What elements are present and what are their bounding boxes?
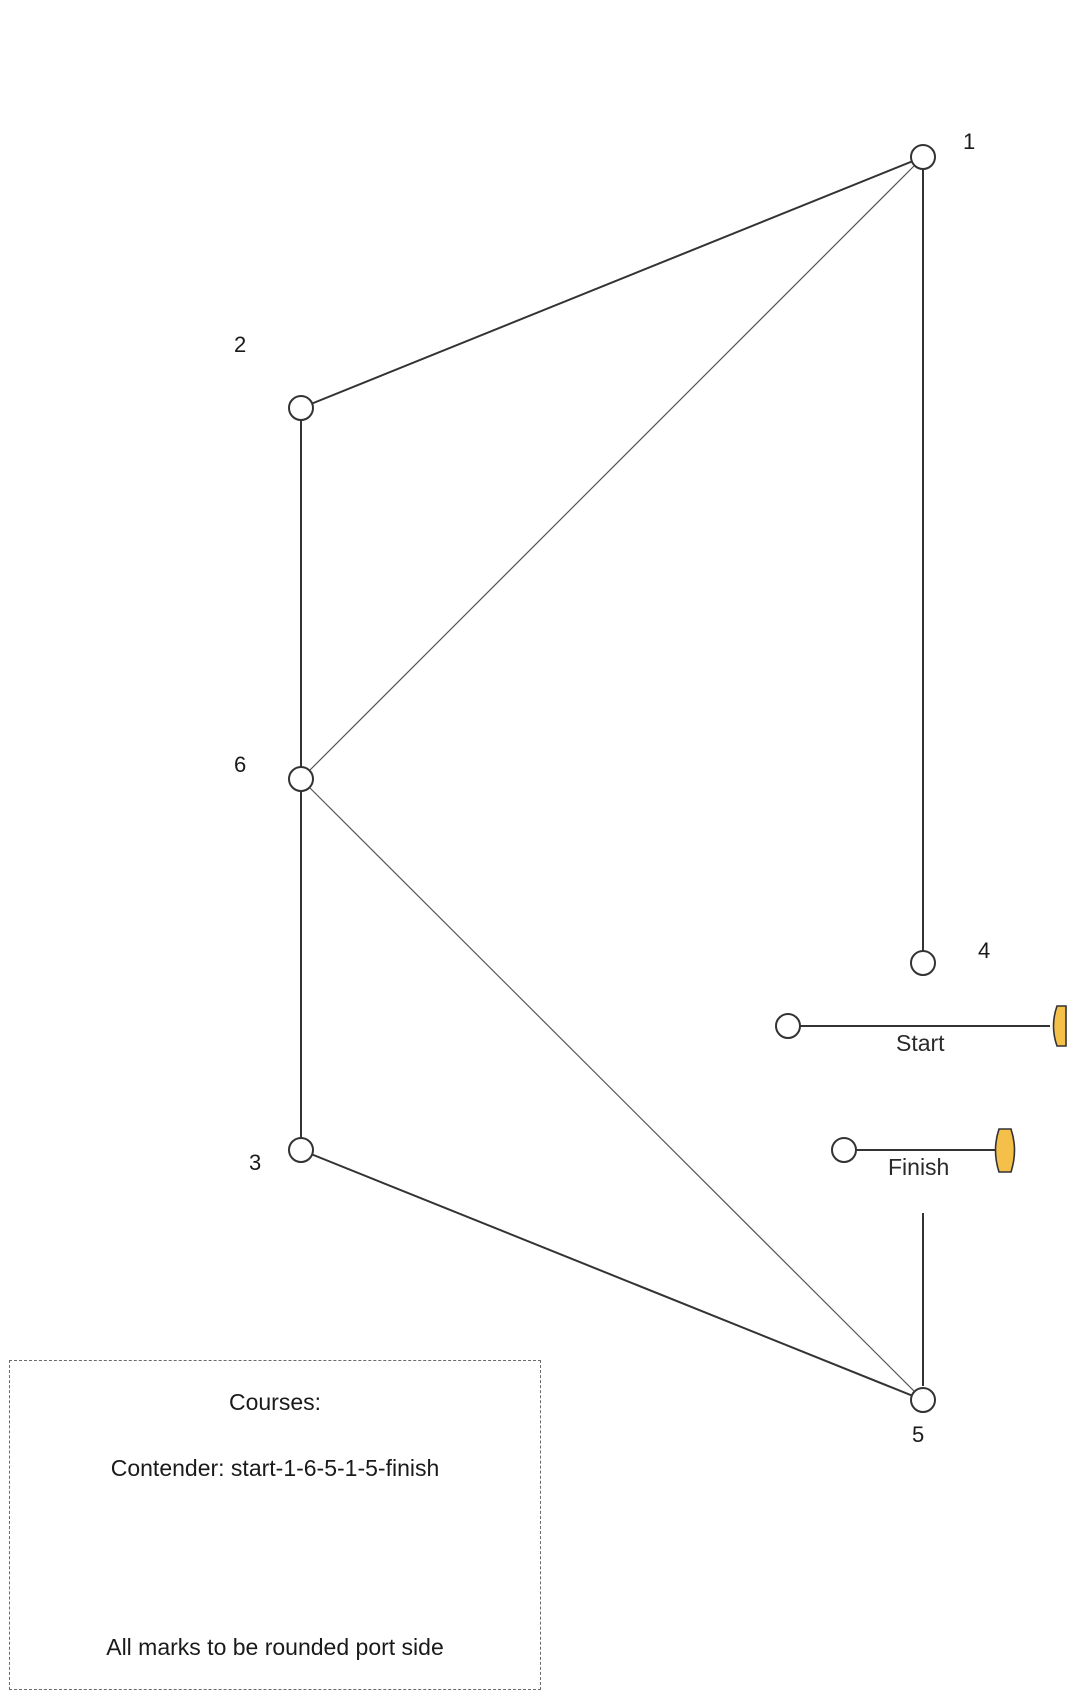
start-pin-mark <box>775 1013 801 1039</box>
start-label: Start <box>896 1030 945 1056</box>
leg-2-1 <box>300 156 924 409</box>
mark-5 <box>910 1387 936 1413</box>
mark-3 <box>288 1137 314 1163</box>
course-contender: Contender: start-1-6-5-1-5-finish <box>110 1455 440 1481</box>
mark-4 <box>910 950 936 976</box>
start-committee-buoy <box>1052 1005 1067 1047</box>
mark-3-label: 3 <box>249 1150 261 1175</box>
mark-6-label: 6 <box>234 752 246 777</box>
mark-1 <box>910 144 936 170</box>
mark-1-label: 1 <box>963 129 975 154</box>
finish-committee-buoy <box>994 1128 1016 1173</box>
mark-2-label: 2 <box>234 332 246 357</box>
leg-6-5 <box>300 778 924 1401</box>
courses-title: Courses: <box>228 1389 322 1415</box>
finish-label: Finish <box>888 1154 949 1180</box>
leg-6-1 <box>300 156 924 780</box>
rounding-note: All marks to be rounded port side <box>106 1634 444 1660</box>
leg-3-5 <box>300 1149 924 1401</box>
mark-5-label: 5 <box>912 1422 924 1447</box>
courses-legend-box: Courses: Contender: start-1-6-5-1-5-fini… <box>9 1360 541 1690</box>
finish-pin-mark <box>831 1137 857 1163</box>
mark-2 <box>288 395 314 421</box>
mark-6 <box>288 766 314 792</box>
mark-4-label: 4 <box>978 938 990 963</box>
